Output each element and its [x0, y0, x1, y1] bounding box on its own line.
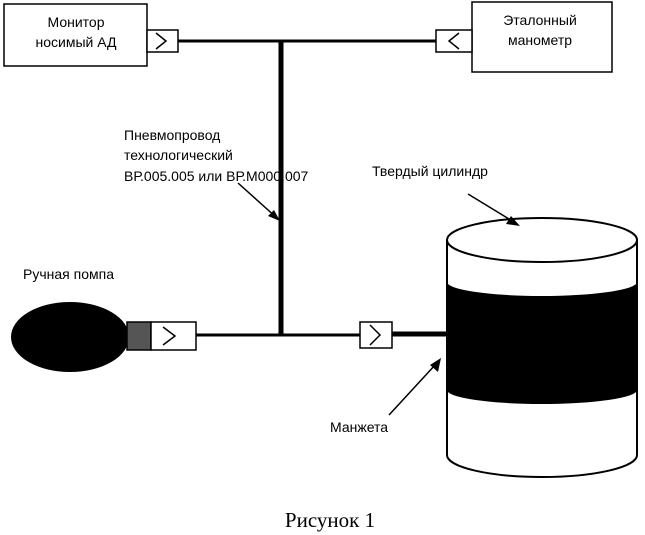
manometer-connector [435, 29, 473, 53]
pipe-label-line3: ВР.005.005 или ВР.М000.007 [124, 168, 309, 184]
pipe-label-arrow [237, 182, 280, 221]
hand-pump [11, 302, 197, 372]
manometer-label-line1: Эталонный [503, 12, 577, 28]
pipe-label-line1: Пневмопровод [124, 127, 220, 143]
monitor-label-line2: носимый АД [35, 34, 117, 50]
monitor-connector [146, 29, 179, 53]
pump-label: Ручная помпа [23, 266, 114, 282]
pneumatic-pipeline [178, 39, 450, 337]
pipe-label-line2: технологический [124, 147, 233, 163]
cuff-connector [359, 321, 393, 349]
cuff-label: Манжета [330, 419, 388, 435]
pump-connector [150, 321, 197, 351]
cylinder-label: Твердый цилиндр [372, 163, 488, 179]
cuff [447, 282, 637, 404]
cylinder-label-arrow [467, 193, 520, 226]
manometer-label-line2: манометр [508, 32, 572, 48]
monitor-box: Монитор носимый АД [3, 3, 148, 67]
manometer-box: Эталонный манометр [471, 1, 613, 73]
monitor-label-line1: Монитор [48, 14, 105, 30]
pump-neck [126, 321, 152, 351]
pipe-label: Пневмопровод технологический ВР.005.005 … [124, 127, 309, 184]
figure-caption: Рисунок 1 [285, 508, 375, 532]
cuff-label-arrow [388, 358, 441, 416]
solid-cylinder [446, 217, 638, 478]
